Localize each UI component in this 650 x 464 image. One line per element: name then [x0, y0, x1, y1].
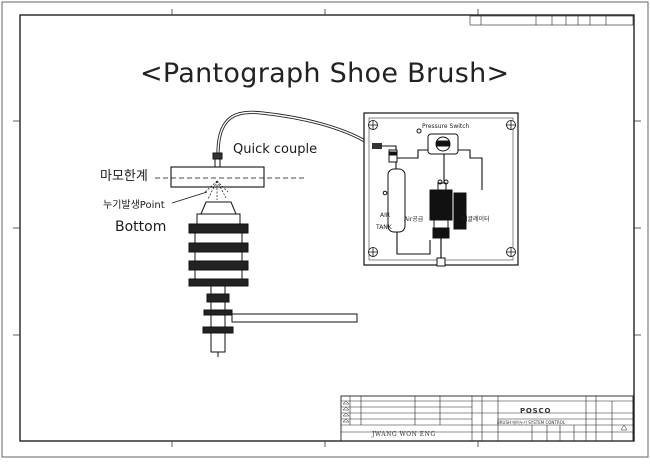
shoe-brush-assembly — [188, 201, 249, 357]
drawing-name: BRUSH 에어누기 SYSTEM CONTROL — [497, 420, 566, 425]
pneumatic-panel — [363, 112, 519, 267]
leak-leader-line — [171, 191, 208, 204]
wear-limit-label: 마모한계 — [100, 169, 148, 184]
leak-point-label: 누기발생Point — [103, 200, 165, 211]
regulator-label: 레귤레이터 — [462, 216, 490, 223]
company-name: JWANG WON ENG — [372, 431, 436, 438]
drawing-title: <Pantograph Shoe Brush> — [140, 58, 510, 89]
air-tube-inner — [217, 111, 374, 155]
customer-name: POSCO — [520, 407, 552, 415]
air-tank — [382, 149, 406, 233]
mounting-bar — [231, 313, 358, 323]
leak-spray — [204, 180, 229, 200]
panel-bolts — [368, 120, 516, 257]
revision-table — [469, 15, 634, 26]
bottom-label: Bottom — [115, 219, 167, 235]
wear-limit-block — [170, 166, 265, 188]
frame-ticks — [13, 9, 641, 447]
title-block — [340, 395, 634, 442]
air-supply-label: Air공급 — [404, 216, 424, 223]
air-label: AIR — [380, 212, 391, 219]
pressure-switch-label: Pressure Switch — [422, 123, 470, 130]
quick-couple-label: Quick couple — [233, 142, 318, 157]
panel-inlet-fitting — [372, 143, 382, 149]
tank-label: TANK — [376, 224, 392, 231]
regulator-assembly — [429, 179, 467, 267]
pressure-switch — [416, 128, 459, 155]
